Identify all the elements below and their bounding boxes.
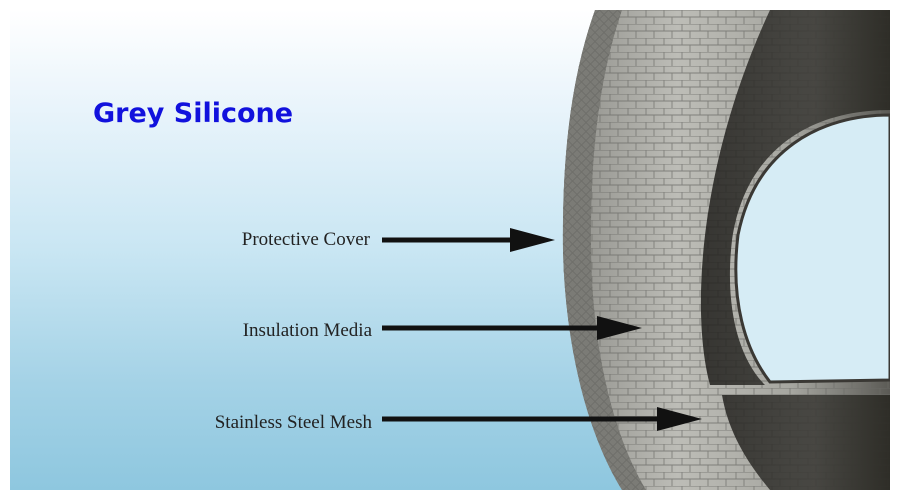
sleeve-opening <box>735 115 890 382</box>
arrow-insulation-media <box>382 316 642 340</box>
label-protective-cover: Protective Cover <box>241 229 370 250</box>
sleeve-cross-section-photo <box>562 10 890 490</box>
sleeve-bore <box>700 10 890 490</box>
diagram-canvas: Grey Silicone Protective Cover Insulatio… <box>10 10 890 490</box>
callout-arrows <box>382 228 702 431</box>
label-stainless-steel-mesh: Stainless Steel Mesh <box>214 412 372 433</box>
arrow-stainless-steel-mesh <box>382 407 702 431</box>
label-insulation-media: Insulation Media <box>242 320 372 341</box>
arrow-protective-cover <box>382 228 555 252</box>
diagram-title: Grey Silicone <box>93 98 294 129</box>
